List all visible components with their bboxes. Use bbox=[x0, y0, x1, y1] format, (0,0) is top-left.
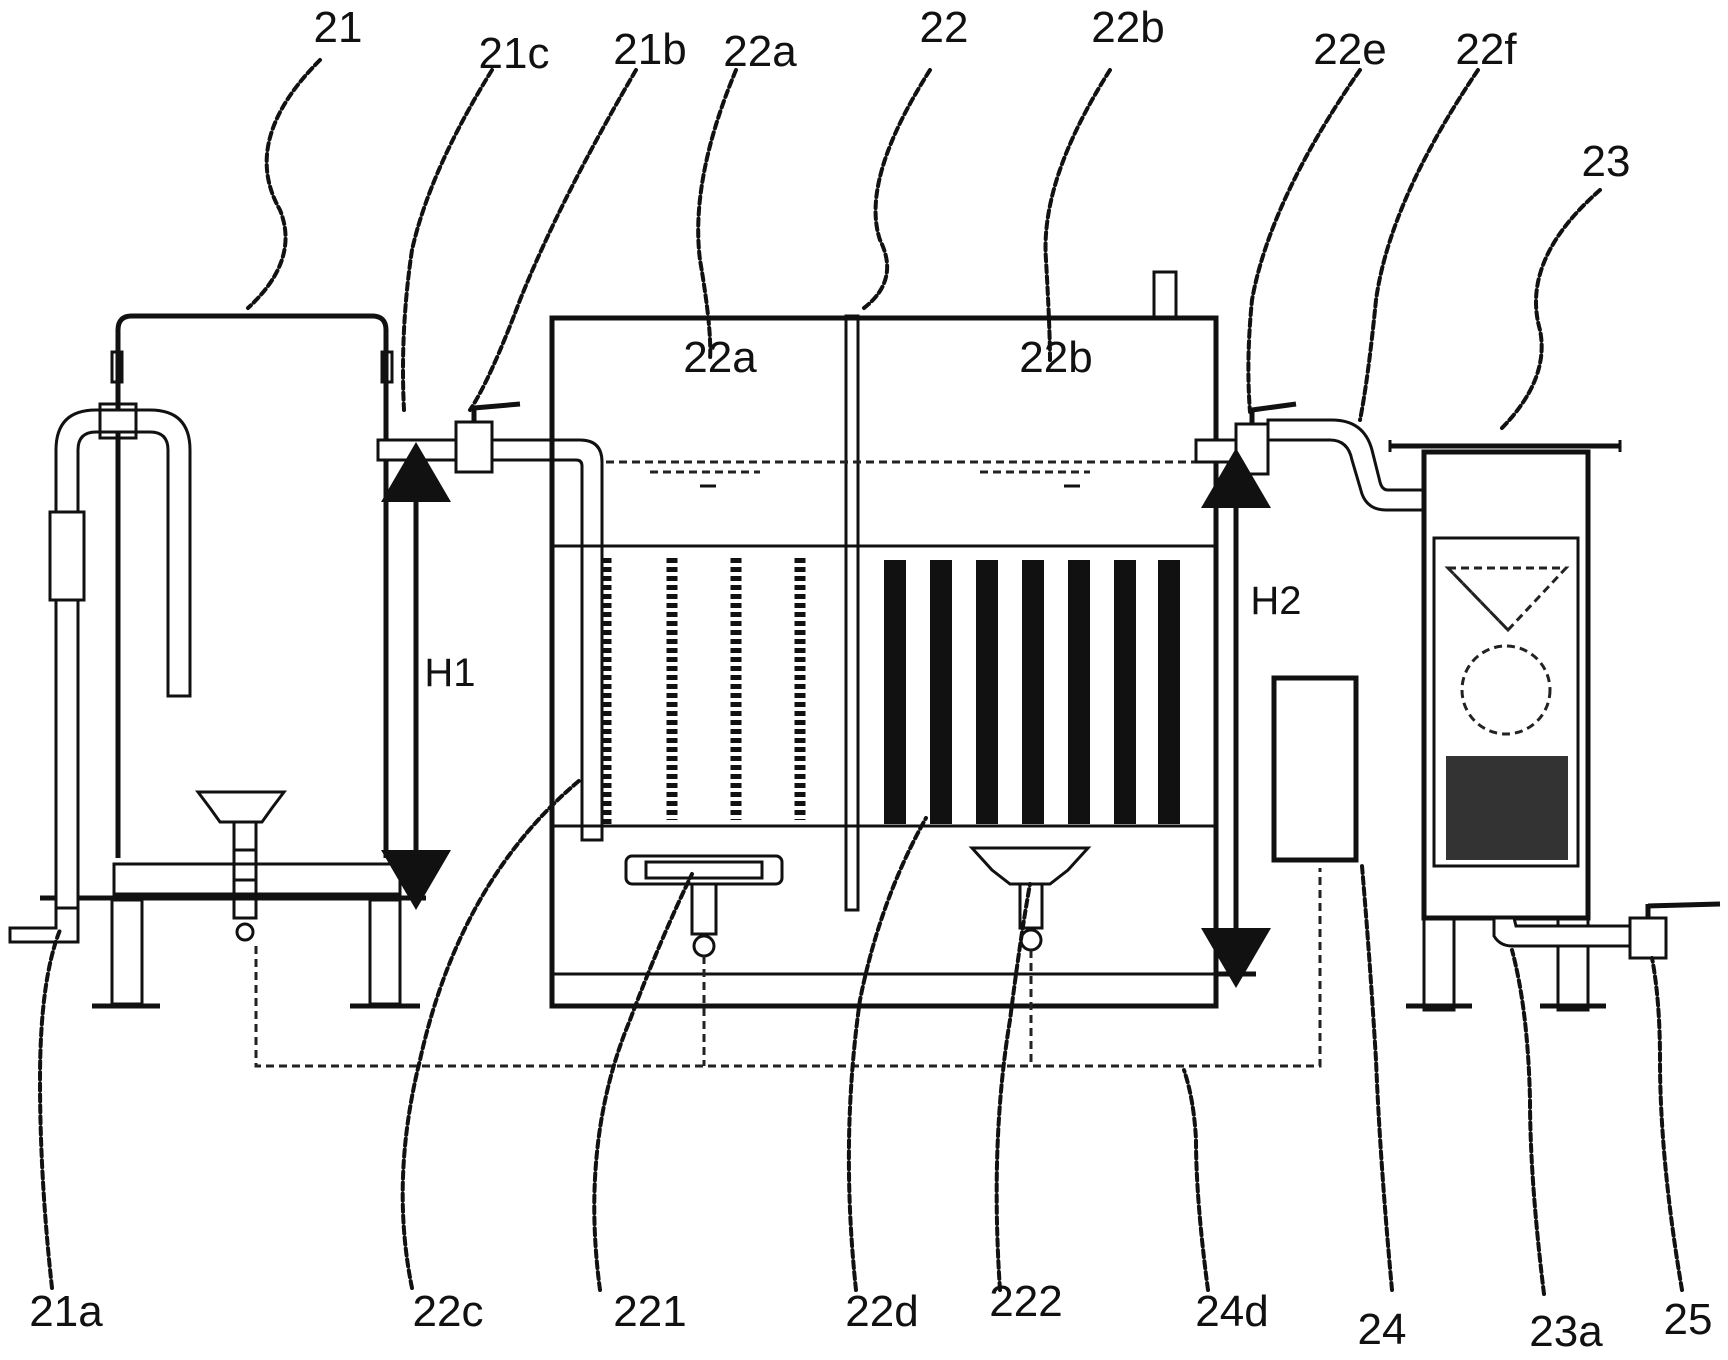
label-21: 21 bbox=[314, 3, 363, 52]
pipe-21c-segment bbox=[376, 438, 462, 462]
tank-21-u-pipe bbox=[54, 408, 192, 920]
valve-25 bbox=[1628, 916, 1668, 960]
label-21c: 21c bbox=[479, 29, 550, 78]
controller-24 bbox=[1271, 675, 1359, 863]
label-22e: 22e bbox=[1313, 25, 1386, 74]
outlet-pipe-23a bbox=[1492, 916, 1636, 948]
inlet-pipe-21a bbox=[8, 906, 80, 944]
tank-23-filter-media bbox=[1446, 756, 1568, 860]
valve-21b bbox=[454, 420, 494, 474]
label-221: 221 bbox=[613, 1287, 686, 1336]
label-24: 24 bbox=[1358, 1305, 1407, 1354]
pipe-22c bbox=[490, 438, 604, 842]
strip-media-22d bbox=[884, 560, 1180, 824]
tank-21-leg-left bbox=[110, 898, 144, 1006]
label-21b: 21b bbox=[613, 25, 686, 74]
tank-22-partition bbox=[844, 314, 860, 912]
leader-lines bbox=[37, 58, 1684, 1296]
transfer-pipe-21c bbox=[376, 401, 604, 842]
tank-23-filter-top bbox=[1444, 566, 1570, 633]
tank-21 bbox=[8, 313, 426, 1009]
dimension-h1-label: H1 bbox=[424, 651, 475, 695]
tank-21-clip-left bbox=[110, 350, 124, 384]
label-22b: 22b bbox=[1091, 3, 1164, 52]
label-25: 25 bbox=[1664, 1295, 1713, 1344]
tank-21-flow-meter bbox=[48, 510, 86, 602]
label-22b-chamber: 22b bbox=[1019, 333, 1092, 382]
label-22f: 22f bbox=[1455, 25, 1517, 74]
tank-21-diffuser-valve bbox=[235, 922, 255, 942]
tank-22 bbox=[549, 270, 1426, 1009]
label-23a: 23a bbox=[1529, 1307, 1603, 1356]
tank-21-body bbox=[115, 313, 389, 858]
diffuser-221 bbox=[624, 854, 784, 886]
tank-21-diffuser bbox=[195, 790, 287, 824]
tank-21-diffuser-stem bbox=[232, 820, 258, 920]
label-222: 222 bbox=[989, 1277, 1062, 1326]
dimension-h2-label: H2 bbox=[1250, 579, 1301, 623]
reference-labels: 21 21c 21b 22a 22 22b 22e 22f 23 22a 22b… bbox=[29, 3, 1712, 1356]
tank-23-filter-cartridge bbox=[1432, 536, 1580, 868]
tank-21-u-pipe-coupling bbox=[98, 402, 138, 440]
label-22: 22 bbox=[920, 3, 969, 52]
label-22a: 22a bbox=[723, 27, 797, 76]
label-21a: 21a bbox=[29, 1287, 103, 1336]
diffuser-222 bbox=[968, 846, 1092, 886]
tank-21-clip-right bbox=[380, 350, 394, 384]
diffuser-221-stem bbox=[690, 882, 718, 936]
tank-23 bbox=[1388, 440, 1721, 1012]
label-22a-chamber: 22a bbox=[683, 333, 757, 382]
control-line-24d bbox=[254, 868, 1322, 1068]
tank-21-leg-right bbox=[368, 898, 402, 1006]
valve-22e bbox=[1234, 422, 1270, 476]
coil-media-22c bbox=[600, 558, 806, 826]
dimension-h2: H2 bbox=[1201, 448, 1302, 988]
label-23: 23 bbox=[1582, 137, 1631, 186]
dimension-h1: H1 bbox=[381, 442, 476, 910]
label-22d: 22d bbox=[845, 1287, 918, 1336]
tank-22-vent bbox=[1152, 270, 1178, 320]
label-24d: 24d bbox=[1195, 1287, 1268, 1336]
pipe-22f bbox=[1266, 418, 1426, 512]
tank-23-leg-right bbox=[1556, 916, 1590, 1012]
tank-23-leg-left bbox=[1422, 916, 1456, 1012]
label-22c: 22c bbox=[413, 1287, 484, 1336]
